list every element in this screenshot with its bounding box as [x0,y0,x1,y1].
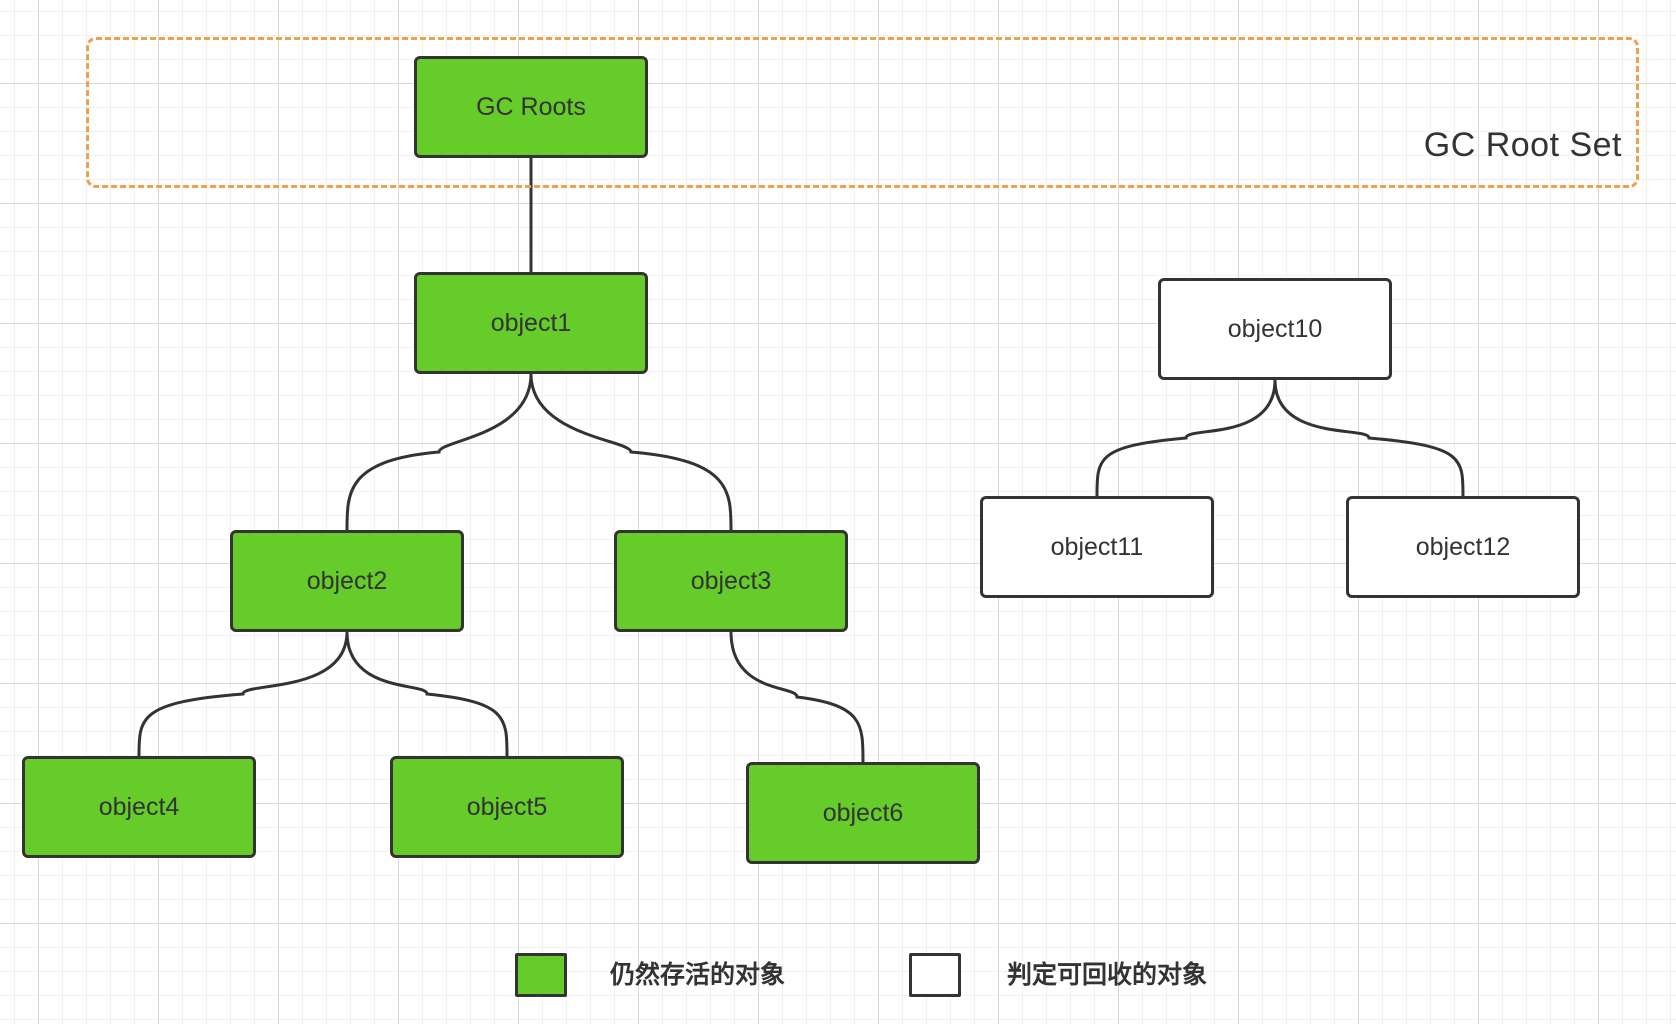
edge-object1-to-object2 [345,373,533,531]
gc-roots-node: GC Roots [414,56,648,158]
object4-node: object4 [22,756,256,858]
legend-live-label: 仍然存活的对象 [610,961,786,989]
legend-dead-label: 判定可回收的对象 [1007,961,1208,989]
object10-node: object10 [1158,278,1392,380]
object1-node: object1 [414,272,648,374]
object6-node: object6 [746,762,980,864]
edge-object3-to-object6 [729,631,865,763]
edge-object2-to-object4 [137,631,349,757]
gc-root-set-label: GC Root Set [1423,126,1622,164]
gc-root-set-region: GC Root Set [86,37,1639,188]
edge-object1-to-object3 [529,373,733,531]
edge-object10-to-object11 [1095,379,1277,497]
object11-node: object11 [980,496,1214,598]
object5-node: object5 [390,756,624,858]
edge-object10-to-object12 [1273,379,1465,497]
legend-live-swatch [515,953,567,997]
edge-object2-to-object5 [345,631,509,757]
legend-dead-swatch [909,953,961,997]
object3-node: object3 [614,530,848,632]
object2-node: object2 [230,530,464,632]
object12-node: object12 [1346,496,1580,598]
